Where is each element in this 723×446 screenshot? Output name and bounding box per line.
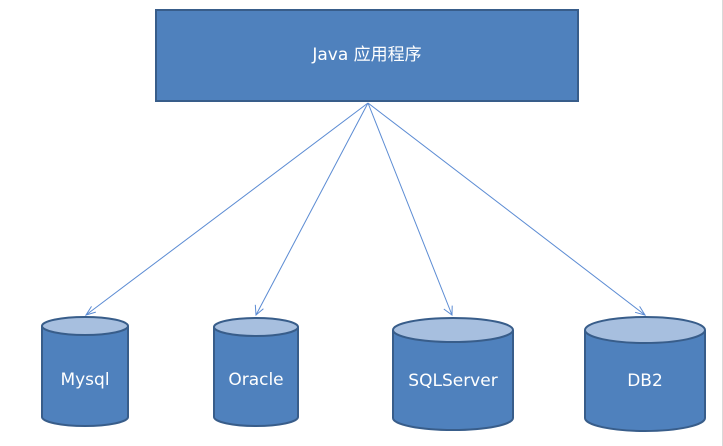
db-node-oracle: Oracle bbox=[213, 317, 299, 427]
db-label-sqlserver: SQLServer bbox=[408, 371, 497, 391]
arrowhead-sqlserver bbox=[443, 305, 453, 316]
db-node-db2: DB2 bbox=[584, 316, 706, 432]
db-cylinder-top bbox=[392, 317, 514, 343]
db-node-mysql: Mysql bbox=[41, 316, 129, 427]
db-cylinder-top bbox=[41, 316, 129, 336]
db-cylinder-body bbox=[392, 330, 514, 431]
connectors bbox=[84, 102, 647, 317]
db-cylinder-body bbox=[41, 326, 129, 427]
db-label-mysql: Mysql bbox=[60, 370, 109, 390]
db-cylinder-body bbox=[213, 327, 299, 427]
arrowhead-db2 bbox=[634, 306, 647, 316]
arrowhead-oracle bbox=[254, 304, 264, 317]
db-label-oracle: Oracle bbox=[228, 370, 283, 390]
app-label: Java 应用程序 bbox=[311, 45, 421, 65]
arrowhead-mysql bbox=[84, 306, 96, 316]
db-cylinder-top bbox=[213, 317, 299, 337]
connector-db2 bbox=[367, 102, 646, 316]
connector-sqlserver bbox=[367, 102, 453, 316]
app-node: Java 应用程序 bbox=[155, 9, 579, 102]
app-box bbox=[155, 9, 579, 102]
connector-oracle bbox=[255, 102, 369, 316]
db-cylinder-body bbox=[584, 330, 706, 432]
db-label-db2: DB2 bbox=[627, 371, 663, 391]
db-node-sqlserver: SQLServer bbox=[392, 317, 514, 431]
connector-mysql bbox=[85, 102, 369, 316]
db-cylinder-top bbox=[584, 316, 706, 344]
